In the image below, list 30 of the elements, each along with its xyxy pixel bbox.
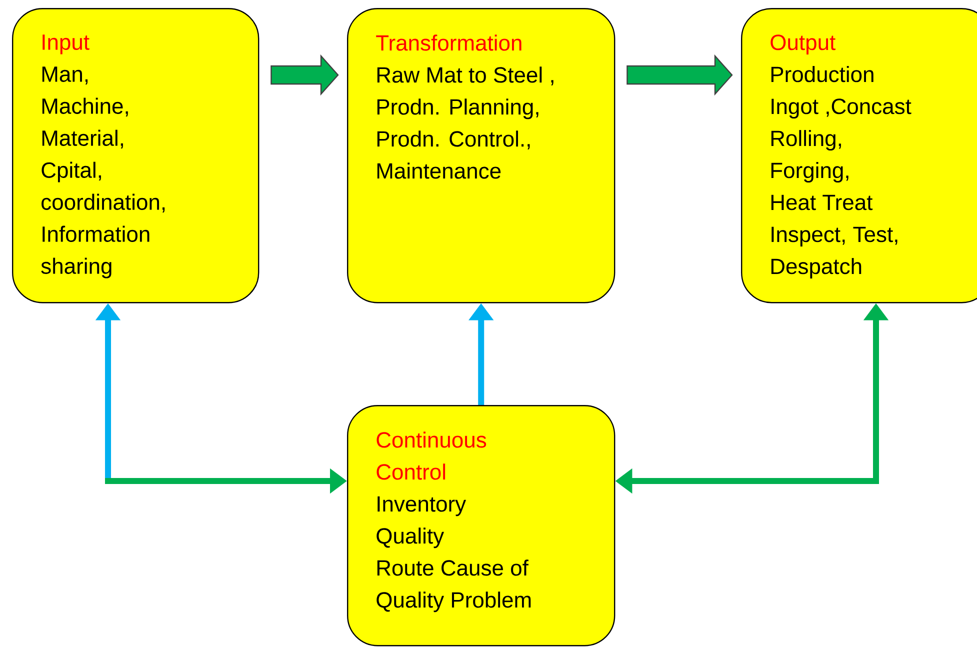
process-box [347, 405, 616, 646]
box-text: Heat Treat [771, 194, 873, 210]
box-text: Forging, [771, 162, 848, 183]
process-box [12, 8, 260, 304]
box-text: Production [771, 66, 874, 82]
box-heading: Output [770, 34, 836, 55]
block-arrow [626, 54, 733, 96]
box-heading: Continuous Control [376, 432, 486, 480]
process-box [347, 8, 616, 304]
process-box [741, 8, 977, 304]
box-text: Quality [376, 528, 444, 548]
box-text: Despatch [771, 258, 862, 279]
box-text: Cpital, [42, 162, 101, 182]
box-text: Material, [42, 130, 123, 149]
box-heading: Input [42, 34, 90, 54]
box-text: Prodn. Planning, [377, 98, 538, 120]
box-text: Raw Mat to Steel , [377, 66, 554, 86]
box-text: Ingot ,Concast [772, 98, 912, 119]
box-text: Inspect, Test, [772, 226, 898, 247]
box-text: Maintenance [377, 162, 501, 179]
box-text: Man, [42, 66, 88, 85]
block-arrow [270, 54, 339, 96]
box-text: Inventory [378, 496, 466, 516]
box-text: Information sharing [41, 226, 150, 278]
box-text: Machine, [42, 98, 128, 117]
box-text: coordination, [42, 194, 165, 213]
box-text: Route Cause of Quality Problem [376, 560, 531, 612]
box-text: Rolling, [771, 130, 841, 151]
box-heading: Transformation [376, 34, 522, 51]
box-text: Prodn. Control., [377, 130, 530, 150]
